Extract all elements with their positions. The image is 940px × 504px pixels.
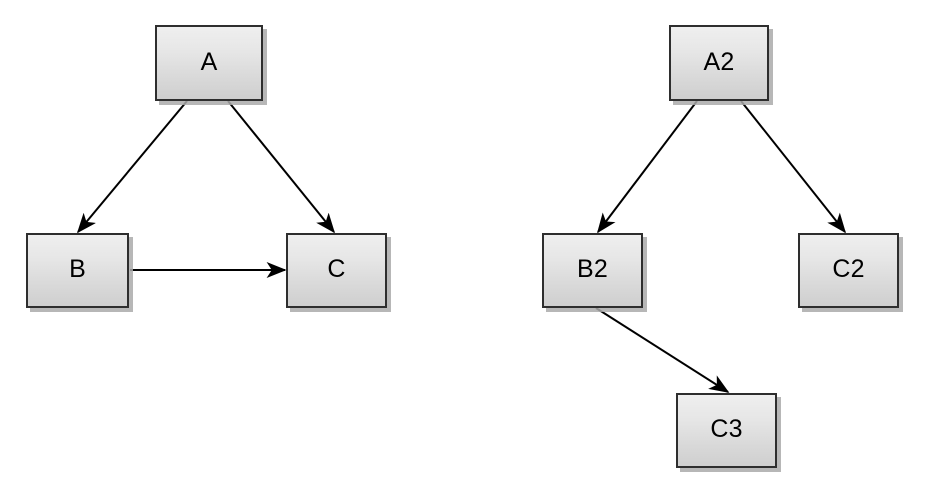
node-label-c: C xyxy=(327,255,346,283)
edge-a2-to-c2 xyxy=(740,100,846,234)
node-b2[interactable]: B2 xyxy=(542,233,643,308)
edges-group xyxy=(76,100,846,393)
node-label-b: B xyxy=(69,255,86,283)
node-label-a2: A2 xyxy=(703,47,735,76)
edge-a-to-c xyxy=(227,100,336,234)
node-a[interactable]: A xyxy=(155,25,263,101)
node-label-c3: C3 xyxy=(710,415,743,443)
edge-b2-to-c3 xyxy=(595,307,730,393)
node-label-a: A xyxy=(200,47,218,76)
node-c3[interactable]: C3 xyxy=(676,393,777,468)
edge-a2-to-b2 xyxy=(597,100,698,234)
node-b[interactable]: B xyxy=(26,233,129,308)
node-label-c2: C2 xyxy=(832,255,865,283)
node-label-b2: B2 xyxy=(577,255,608,283)
node-c[interactable]: C xyxy=(286,233,387,308)
node-c2[interactable]: C2 xyxy=(798,233,899,308)
edge-a-to-b xyxy=(76,100,188,234)
node-a2[interactable]: A2 xyxy=(669,25,769,101)
